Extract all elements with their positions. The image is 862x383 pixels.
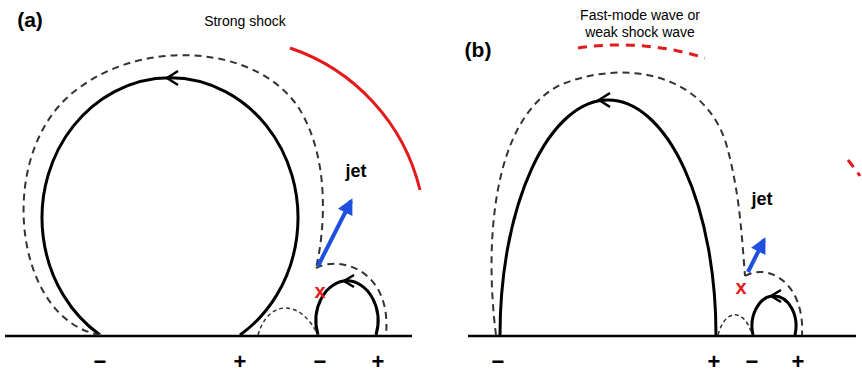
jet-label: jet bbox=[345, 161, 366, 183]
reconnection-point: x bbox=[314, 279, 325, 303]
large-loop bbox=[500, 100, 716, 335]
loop-arrow bbox=[599, 93, 610, 107]
reconnected-field-line bbox=[745, 272, 802, 335]
reconnected-field-line bbox=[718, 315, 752, 335]
polarity-sign: − bbox=[314, 349, 327, 375]
reconnected-field-line bbox=[258, 308, 318, 335]
large-loop bbox=[42, 78, 298, 335]
panel-label: (b) bbox=[465, 37, 492, 62]
polarity-sign: − bbox=[492, 349, 505, 375]
polarity-sign: + bbox=[792, 349, 805, 375]
jet-label: jet bbox=[751, 189, 772, 211]
polarity-sign: + bbox=[234, 349, 247, 375]
weak-shock-front bbox=[578, 45, 705, 58]
weak-shock-front bbox=[848, 160, 860, 176]
panel-label: (a) bbox=[17, 7, 43, 32]
strong-shock-front bbox=[290, 48, 420, 190]
jet-arrow bbox=[318, 201, 351, 266]
loop-arrow bbox=[344, 275, 354, 287]
polarity-sign: − bbox=[94, 349, 107, 375]
reconnected-field-line bbox=[492, 73, 745, 335]
polarity-sign: + bbox=[372, 349, 385, 375]
photosphere-line bbox=[468, 335, 856, 338]
reconnected-field-line bbox=[316, 264, 386, 335]
shock-label: Strong shock bbox=[204, 13, 286, 30]
polarity-sign: − bbox=[746, 349, 759, 375]
reconnected-field-line bbox=[24, 55, 323, 335]
loop-arrow bbox=[771, 290, 781, 302]
wave-label: Fast-mode wave or weak shock wave bbox=[578, 7, 702, 41]
photosphere-line bbox=[5, 335, 412, 338]
jet-arrow bbox=[748, 240, 764, 272]
loop-arrow bbox=[167, 71, 178, 85]
polarity-sign: + bbox=[708, 349, 721, 375]
reconnection-point: x bbox=[735, 275, 746, 299]
small-loop bbox=[752, 296, 796, 335]
